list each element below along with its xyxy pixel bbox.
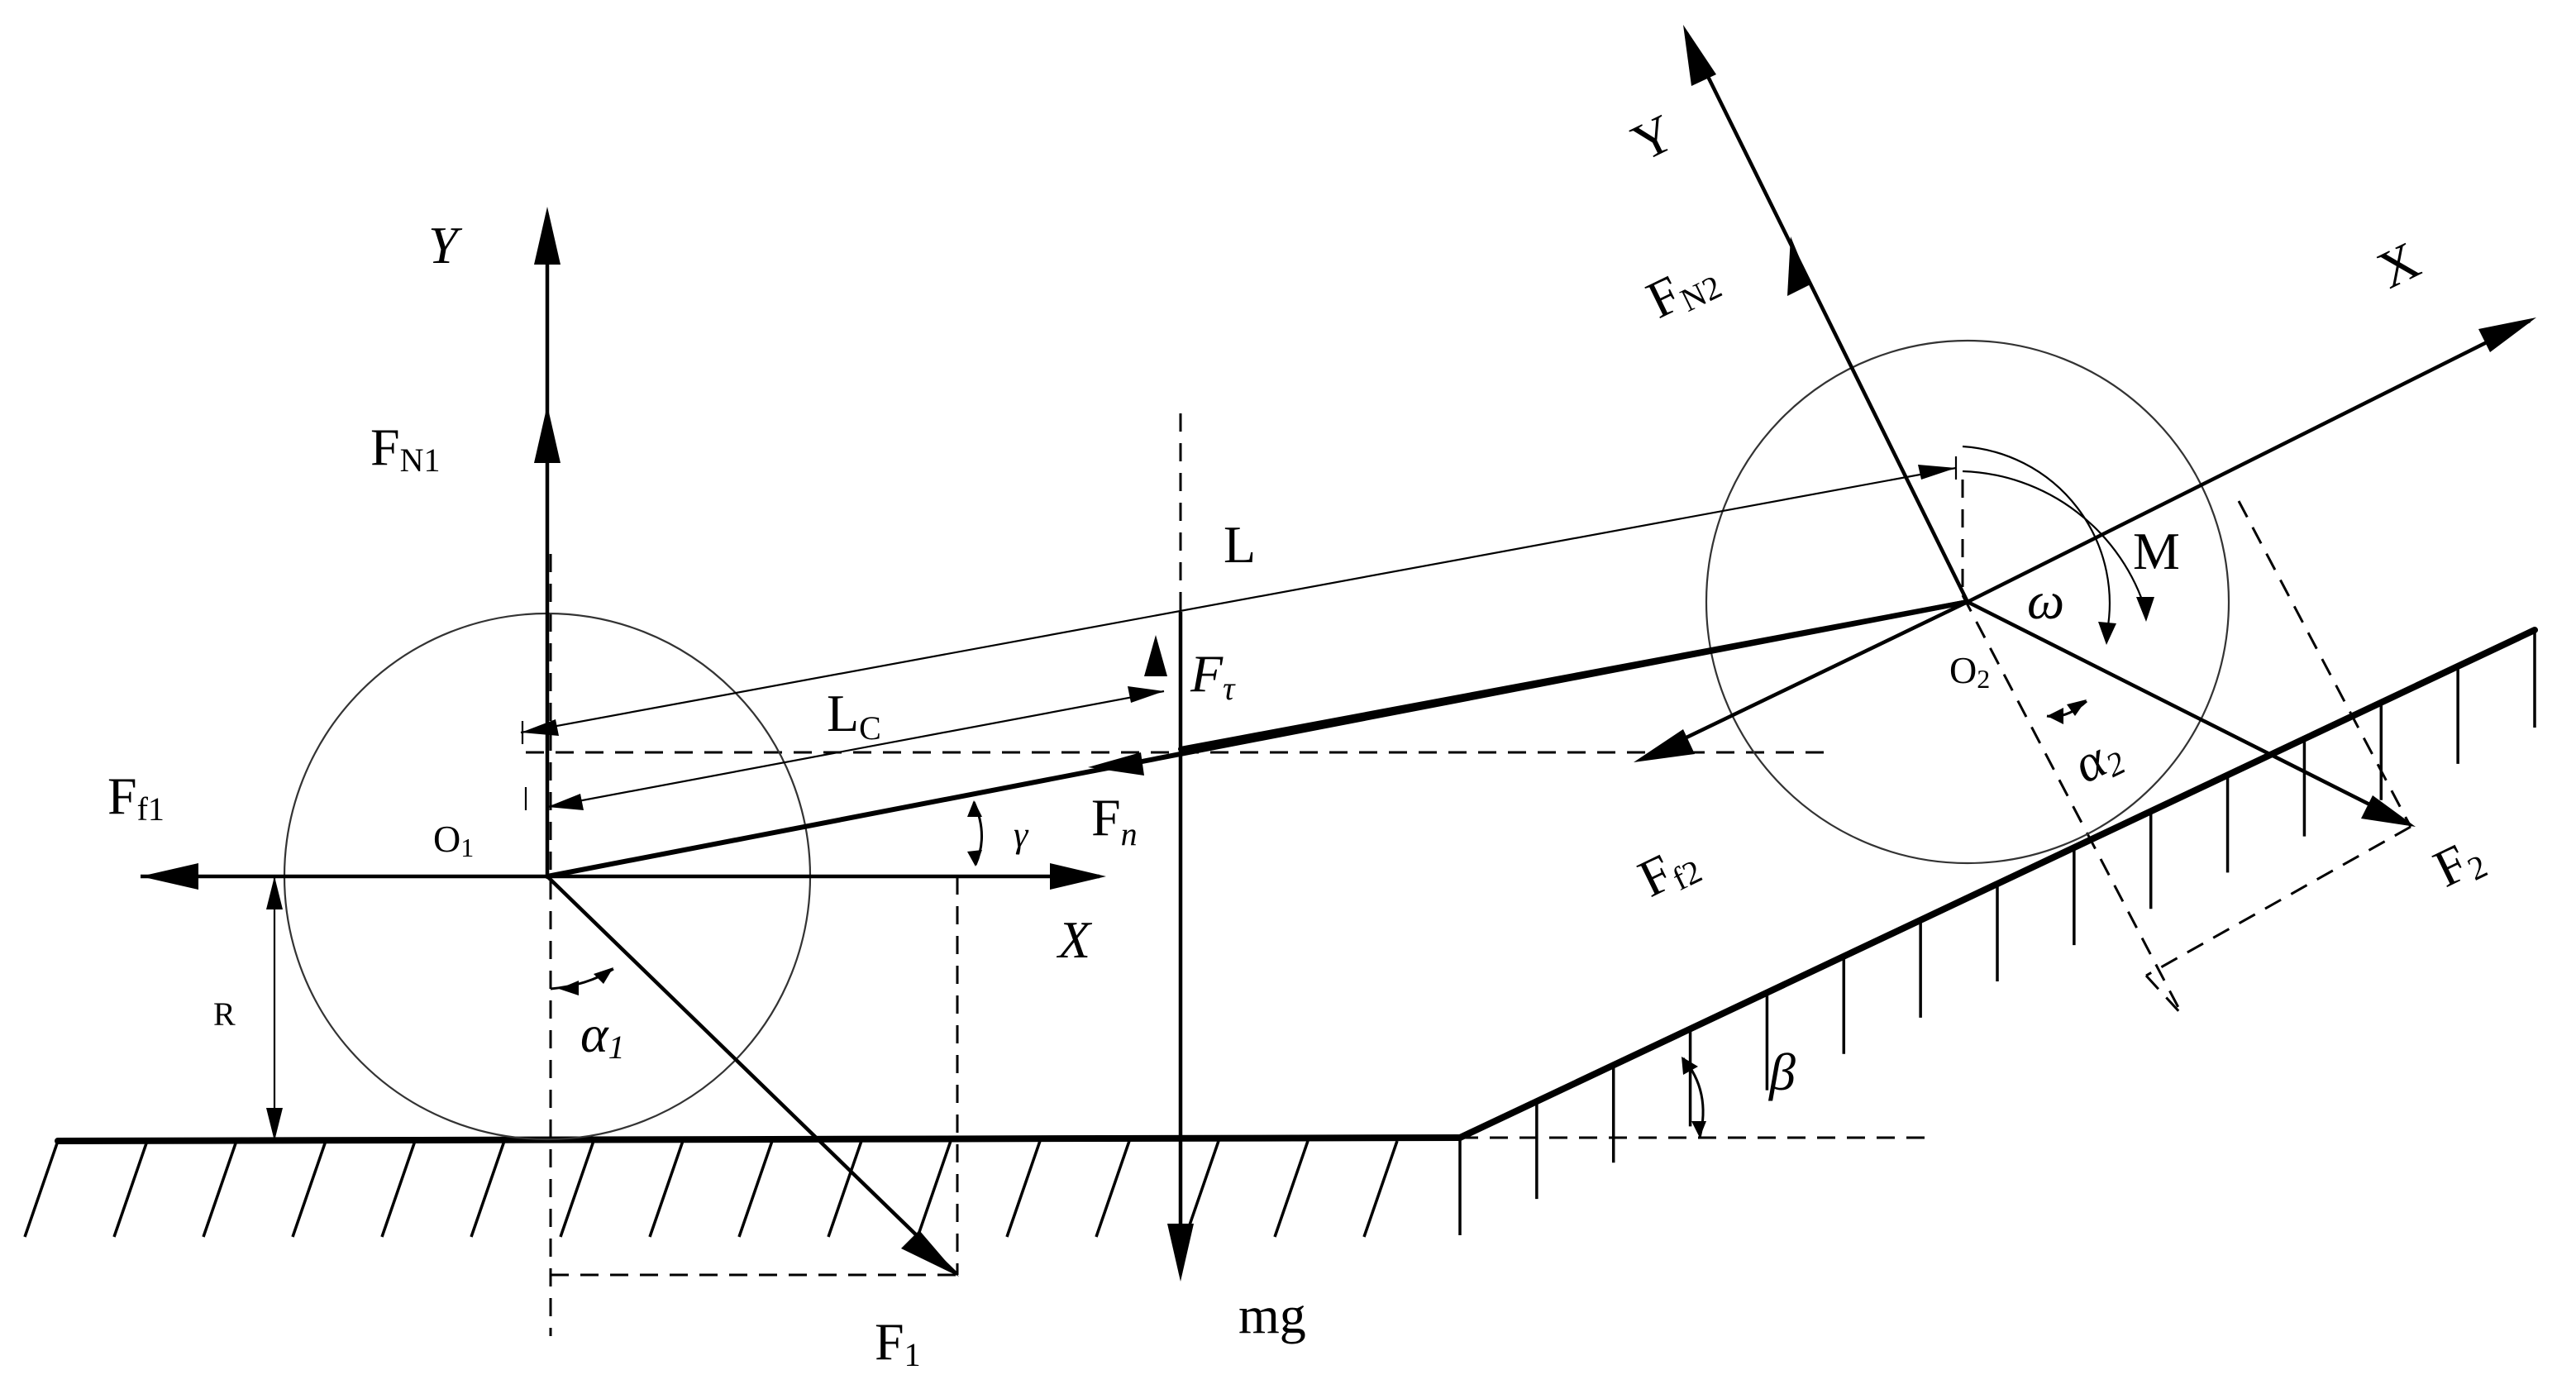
label-y-left: Y	[428, 216, 463, 274]
label-o2: O2	[1949, 649, 1990, 694]
force-ff2-arrow	[1634, 599, 1968, 762]
guide-lines	[526, 413, 2412, 1336]
right-axes	[1683, 25, 2536, 604]
label-l: L	[1224, 515, 1256, 574]
label-lc: LC	[827, 684, 881, 747]
label-gamma: γ	[1014, 814, 1029, 855]
hatch-mark	[112, 1140, 149, 1238]
robot-body	[545, 599, 1970, 879]
label-r: R	[213, 995, 236, 1033]
dimension-lc	[524, 686, 1165, 810]
label-omega: ω	[2027, 571, 2064, 630]
ground-hatching	[23, 1140, 1399, 1238]
label-fn2: FN2	[1638, 246, 1727, 332]
hatch-mark	[827, 1140, 863, 1238]
force-ft-arrow	[1144, 635, 1167, 676]
angle-arcs	[550, 445, 2154, 1138]
hatch-mark	[291, 1140, 327, 1238]
rear-wheel	[1705, 339, 2230, 865]
label-beta: β	[1767, 1043, 1796, 1101]
label-alpha2: α2	[2064, 722, 2131, 796]
hatch-mark	[648, 1140, 685, 1238]
label-m: M	[2133, 522, 2180, 580]
force-f2-arrow	[1966, 599, 2416, 827]
hatch-mark	[1273, 1140, 1309, 1238]
hatch-mark	[916, 1140, 952, 1238]
force-fn2-arrow	[1787, 236, 1810, 296]
slope-hatching	[1458, 630, 2536, 1235]
hatch-mark	[559, 1140, 595, 1238]
label-y-right: Y	[1623, 103, 1683, 173]
label-fn: Fn	[1091, 788, 1138, 852]
hatch-mark	[1362, 1140, 1399, 1238]
force-fn1-arrow	[534, 405, 561, 463]
hatch-mark	[202, 1140, 238, 1238]
hatch-mark	[380, 1140, 417, 1238]
hatch-mark	[1005, 1140, 1042, 1238]
label-o1: O1	[433, 818, 474, 862]
hatch-mark	[23, 1140, 60, 1238]
force-f1-arrow	[546, 875, 959, 1277]
labels: Y X FN1 Ff1 O1 R α1 F1 mg LC L Fτ Fn γ β…	[107, 103, 2493, 1373]
label-x-left: X	[1056, 910, 1093, 969]
label-fn1: FN1	[370, 418, 440, 479]
hatch-mark	[470, 1140, 506, 1238]
hatch-mark	[737, 1140, 774, 1238]
label-f1: F1	[875, 1312, 921, 1373]
dimension-l	[520, 456, 1958, 744]
label-f2: F2	[2425, 825, 2493, 900]
force-mg-arrow	[1167, 612, 1194, 1282]
label-mg: mg	[1238, 1286, 1306, 1344]
hatch-mark	[1184, 1140, 1220, 1238]
dimension-r	[266, 876, 283, 1141]
hatch-mark	[1095, 1140, 1131, 1238]
label-alpha1: α1	[580, 1005, 625, 1066]
label-ff1: Ff1	[107, 766, 165, 828]
left-axes	[141, 207, 1106, 890]
force-fn-arrow	[1088, 752, 1144, 776]
ground	[23, 627, 2538, 1238]
force-ff1-arrow	[141, 863, 198, 890]
label-ff2: Ff2	[1629, 831, 1707, 911]
label-ft: Fτ	[1190, 644, 1236, 707]
label-x-right: X	[2368, 231, 2429, 300]
